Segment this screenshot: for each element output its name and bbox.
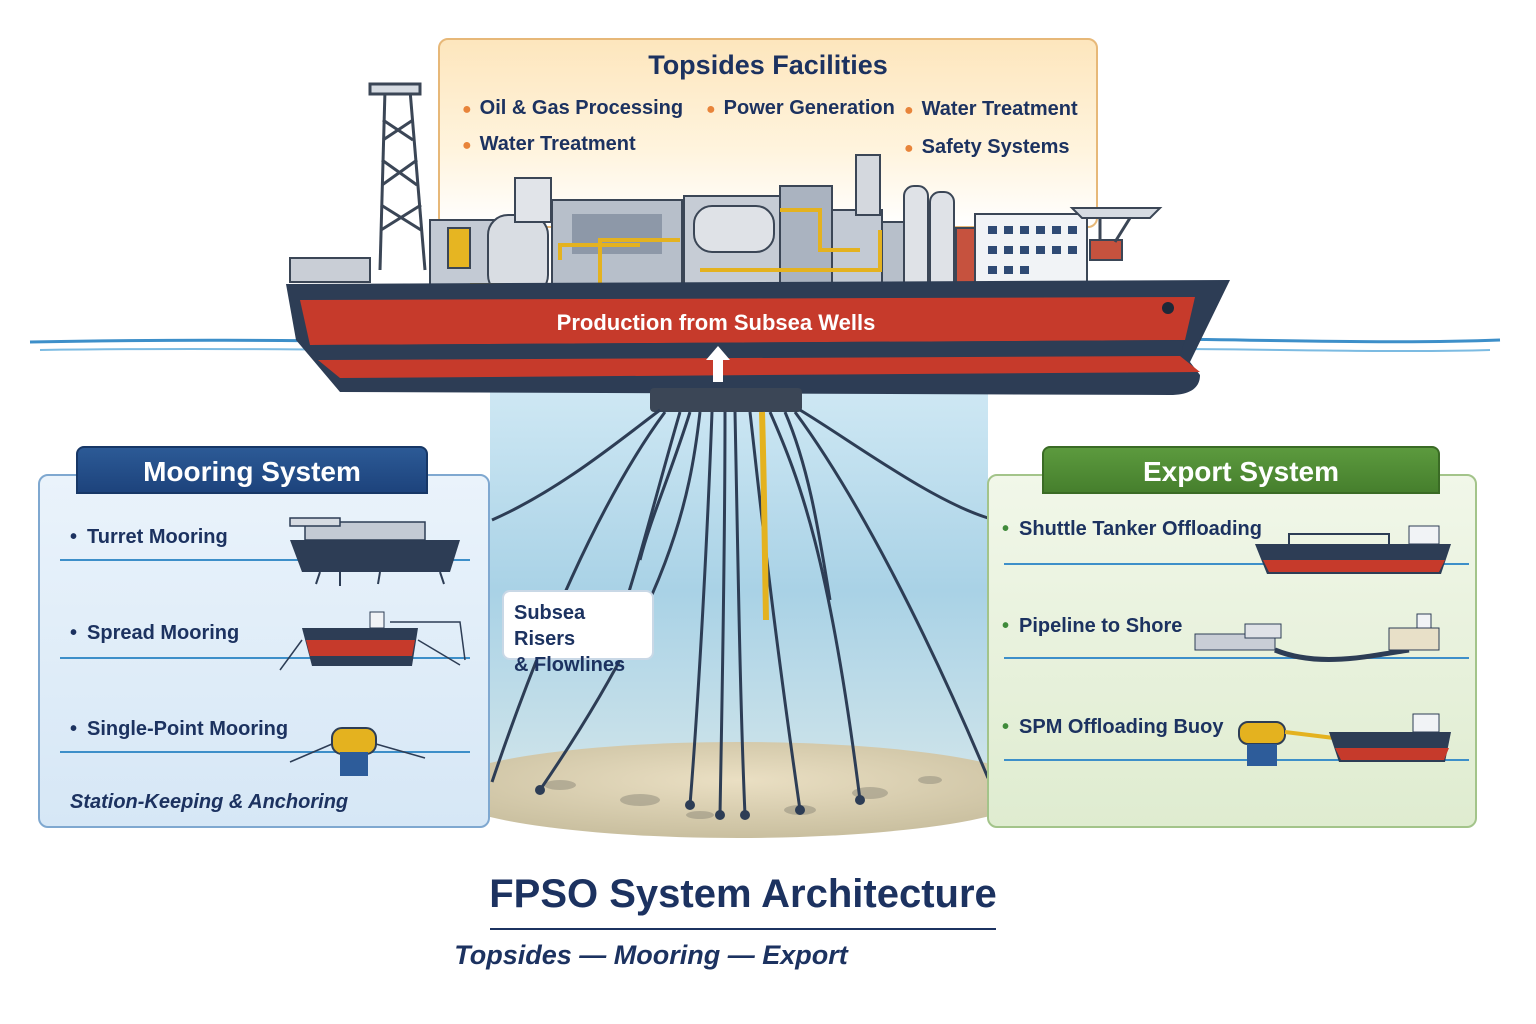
topsides-title: Topsides Facilities [648, 50, 888, 80]
callout-line-1: Subsea Risers [514, 602, 586, 650]
export-riser [759, 411, 769, 621]
export-item-shuttle-tanker: •Shuttle Tanker Offloading [1002, 518, 1262, 540]
topsides-item-safety: ●Safety Systems [904, 136, 1070, 158]
mooring-item-turret: •Turret Mooring [70, 526, 228, 548]
pipeline-to-shore-icon [1194, 613, 1440, 662]
spm-offloading-icon [1238, 713, 1451, 766]
callout-line-2: & Flowlines [514, 654, 626, 676]
spread-mooring-icon [279, 611, 466, 671]
turret [650, 388, 802, 412]
export-item-spm-buoy: •SPM Offloading Buoy [1002, 716, 1224, 738]
topsides-item-water-treatment-left: ●Water Treatment [462, 133, 636, 155]
mooring-lines [490, 408, 990, 783]
export-illustrations [1004, 525, 1469, 766]
flare-tower [368, 82, 427, 271]
seabed [438, 742, 1038, 838]
mooring-item-spm: •Single-Point Mooring [70, 718, 289, 740]
page-title: FPSO System Architecture [489, 872, 997, 916]
production-arrow [706, 346, 730, 382]
mooring-illustrations [60, 517, 470, 776]
topsides-item-processing: ●Oil & Gas Processing [462, 97, 684, 119]
risers-callout: Subsea Risers & Flowlines [502, 590, 654, 676]
helideck [1069, 207, 1163, 243]
shuttle-tanker-icon [1255, 525, 1451, 574]
fpso-vessel: Production from Subsea Wells [286, 82, 1230, 412]
turret-mooring-icon [289, 517, 460, 586]
topsides-item-power: ●Power Generation [706, 97, 895, 119]
mooring-footer: Station-Keeping & Anchoring [70, 791, 349, 813]
seabed-rocks [544, 776, 942, 819]
hull-label: Production from Subsea Wells [557, 310, 876, 335]
export-panel-title: Export System [1042, 446, 1440, 494]
mooring-panel-title: Mooring System [76, 446, 428, 494]
topsides-item-water-treatment-right: ●Water Treatment [904, 98, 1078, 120]
title-underline [490, 928, 996, 930]
spm-buoy-icon [289, 727, 426, 776]
page-subtitle: Topsides — Mooring — Export [454, 940, 848, 970]
anchor-points [535, 785, 865, 820]
export-item-pipeline: •Pipeline to Shore [1002, 615, 1183, 637]
mooring-item-spread: •Spread Mooring [70, 622, 240, 644]
